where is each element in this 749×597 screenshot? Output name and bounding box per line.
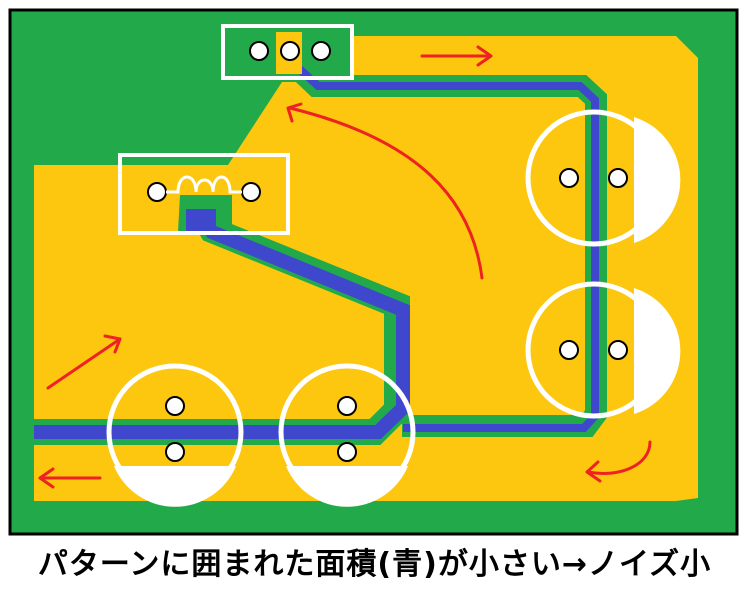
inductor-pin-2	[241, 182, 261, 202]
pin-1	[249, 41, 269, 61]
inductor-coil-icon	[166, 175, 242, 194]
connector-3pin	[221, 24, 354, 80]
cap-pin	[337, 442, 357, 462]
trace-core-right	[289, 59, 599, 432]
arrow-icon	[420, 45, 493, 67]
cap-pin	[165, 396, 185, 416]
cap-pin	[165, 442, 185, 462]
pin-3	[311, 41, 331, 61]
cap-pin	[337, 396, 357, 416]
pin-2	[280, 41, 300, 61]
pcb-diagram	[8, 8, 739, 536]
inductor-pad	[186, 209, 216, 233]
arrow-icon	[46, 334, 122, 390]
capacitor-bottom-left	[106, 363, 244, 507]
cap-pin	[559, 168, 579, 188]
capacitor-bottom-mid	[278, 363, 416, 507]
inductor-2pin	[118, 153, 290, 235]
cap-pin	[559, 340, 579, 360]
arrow-icon	[38, 467, 102, 489]
cap-pin	[608, 340, 628, 360]
inductor-pin-1	[147, 182, 167, 202]
capacitor-mid-right	[525, 281, 681, 419]
cap-pin	[608, 168, 628, 188]
return-trace	[34, 56, 607, 445]
current-flow-arrows	[38, 45, 652, 489]
capacitor-top-right	[525, 109, 681, 247]
arrow-icon	[286, 102, 484, 280]
arrow-icon	[585, 440, 652, 483]
caption: パターンに囲まれた面積(青)が小さい→ノイズ小	[37, 547, 712, 582]
